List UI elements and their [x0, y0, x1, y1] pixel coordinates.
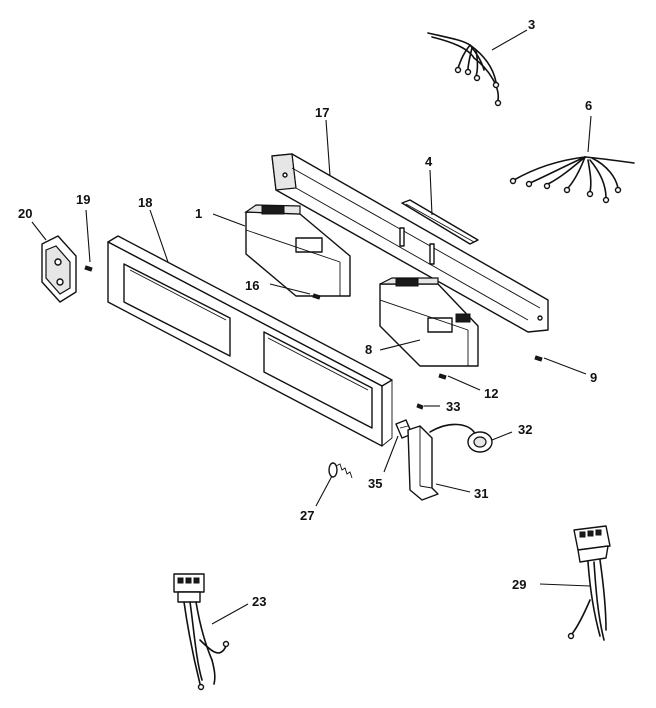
callout-16: 16: [245, 278, 259, 293]
callout-23: 23: [252, 594, 266, 609]
part-8-control-module: [379, 277, 479, 367]
callout-6: 6: [585, 98, 592, 113]
callout-20: 20: [18, 206, 32, 221]
callout-4: 4: [425, 154, 433, 169]
part-12-screw: [438, 373, 481, 391]
part-27-knob: [315, 462, 353, 507]
callout-33: 33: [446, 399, 460, 414]
callout-18: 18: [138, 195, 152, 210]
callout-9: 9: [590, 370, 597, 385]
callout-32: 32: [518, 422, 532, 437]
part-32-switch: [467, 431, 513, 453]
callout-35: 35: [368, 476, 382, 491]
part-6-wire-harness: [509, 115, 635, 204]
part-17-rear-bracket: [271, 119, 549, 333]
part-35-clip: [383, 419, 413, 473]
part-33-screw: [416, 403, 440, 410]
callout-19: 19: [76, 192, 90, 207]
part-31-switch-bracket: [407, 423, 475, 501]
callout-27: 27: [300, 508, 314, 523]
callout-12: 12: [484, 386, 498, 401]
part-20-end-cap: [31, 221, 77, 303]
part-18-front-panel: [107, 209, 393, 447]
part-9-screw: [534, 355, 587, 375]
part-29-harness: [539, 525, 611, 641]
callout-3: 3: [528, 17, 535, 32]
callout-31: 31: [474, 486, 488, 501]
part-23-harness: [173, 573, 249, 691]
part-3-wire-harness: [427, 29, 528, 107]
callout-29: 29: [512, 577, 526, 592]
part-1-control-module: [212, 204, 351, 297]
callout-1: 1: [195, 206, 202, 221]
part-4-strip: [401, 169, 479, 245]
part-19-screw: [84, 209, 93, 272]
callout-17: 17: [315, 105, 329, 120]
callout-8: 8: [365, 342, 372, 357]
part-16-screw: [269, 283, 321, 300]
